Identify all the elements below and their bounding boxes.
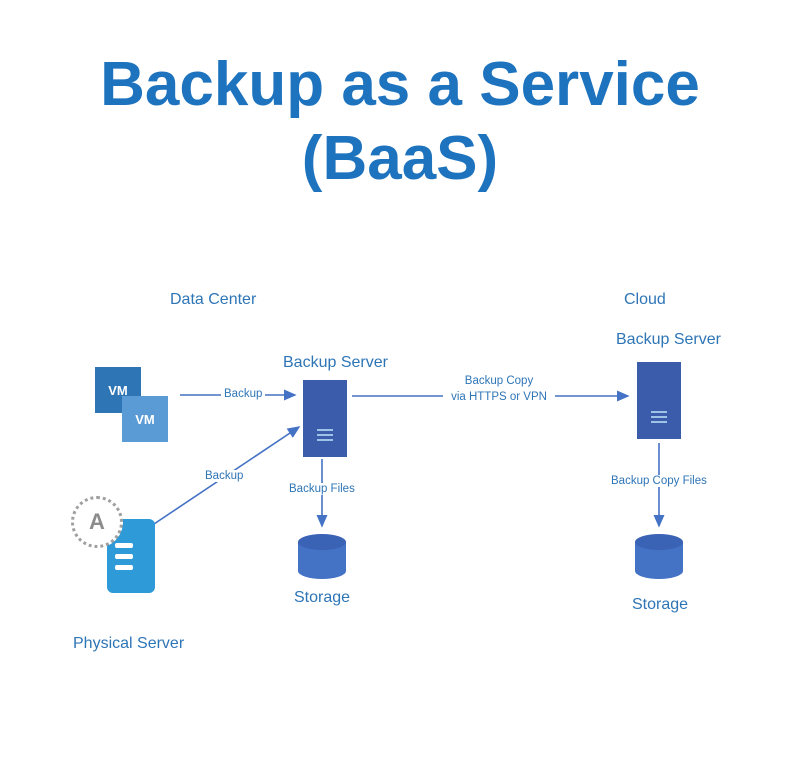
dc-backup-server-label: Backup Server [283, 354, 388, 371]
vm-icon-label: VM [135, 411, 155, 427]
server-vents-icon [651, 408, 667, 426]
backup-files-arrow-label: Backup Files [286, 483, 358, 495]
cloud-backup-server-label: Backup Server [616, 331, 721, 348]
drive-bays-icon [115, 543, 133, 576]
physical-backup-arrow-label: Backup [202, 470, 247, 482]
vm-icon: VM [122, 396, 168, 442]
server-vents-icon [317, 426, 333, 444]
cloud-zone-label: Cloud [624, 291, 666, 308]
title-line-1: Backup as a Service [100, 50, 700, 119]
title-line-2: (BaaS) [301, 124, 499, 194]
backup-copy-files-arrow-label: Backup Copy Files [608, 475, 710, 487]
dc-storage-label: Storage [293, 589, 351, 606]
backup-copy-arrow-label: Backup Copy via HTTPS or VPN [443, 374, 555, 406]
page-title: Backup as a Service (BaaS) [0, 48, 800, 197]
cloud-backup-server-icon [637, 362, 681, 439]
vm-icon-label: VM [108, 382, 128, 398]
backup-copy-line-1: Backup Copy [464, 375, 534, 387]
vm-backup-arrow-label: Backup [221, 388, 266, 400]
cloud-storage-label: Storage [631, 596, 689, 613]
backup-server-icon [303, 380, 347, 457]
physical-server-label: Physical Server [73, 635, 185, 652]
data-center-zone-label: Data Center [170, 291, 257, 308]
dotted-a-badge-icon: A [71, 496, 123, 548]
cloud-storage-icon [635, 534, 683, 579]
backup-copy-line-2: via HTTPS or VPN [451, 390, 547, 403]
storage-icon [298, 534, 346, 579]
badge-letter: A [89, 509, 105, 534]
